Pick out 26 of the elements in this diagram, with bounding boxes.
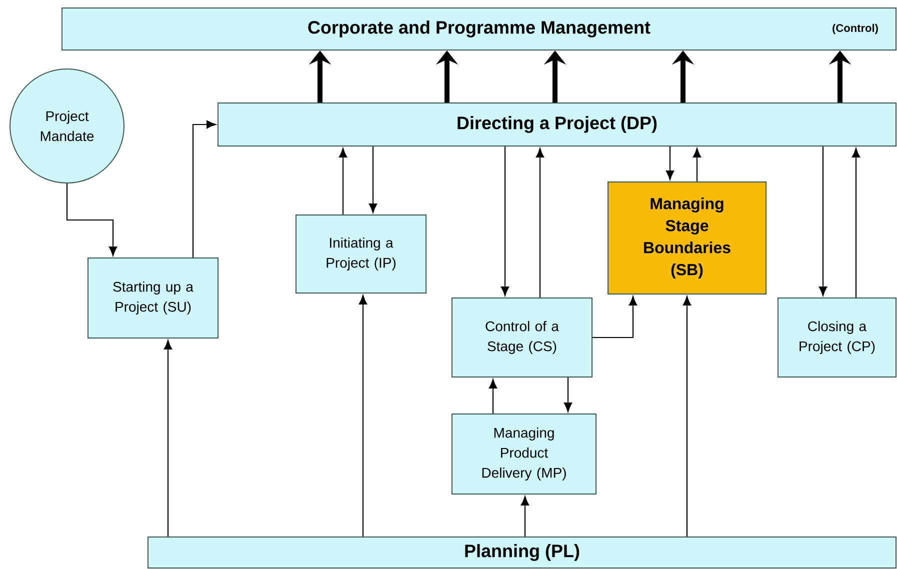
arrow bbox=[682, 296, 692, 536]
process-band: Directing a Project (DP) bbox=[218, 102, 896, 146]
process-box: Initiating a Project (IP) bbox=[296, 214, 426, 294]
arrow bbox=[358, 295, 368, 536]
arrow bbox=[852, 148, 860, 298]
arrow bbox=[666, 146, 674, 180]
process-box: Managing Stage Boundaries (SB) bbox=[608, 182, 766, 294]
arrow bbox=[500, 146, 510, 296]
arrow bbox=[338, 148, 348, 214]
arrow bbox=[520, 496, 530, 536]
arrow bbox=[592, 296, 638, 338]
arrow bbox=[564, 378, 572, 412]
process-box: Managing Product Delivery (MP) bbox=[452, 414, 596, 494]
arrow bbox=[164, 340, 172, 536]
arrow bbox=[368, 146, 378, 213]
process-box: Closing a Project (CP) bbox=[778, 298, 896, 378]
process-band: Planning (PL) bbox=[148, 536, 896, 568]
arrow bbox=[66, 184, 118, 256]
arrow bbox=[536, 148, 544, 298]
arrow bbox=[488, 379, 498, 414]
arrow bbox=[692, 148, 702, 182]
note-text: (Control) bbox=[832, 24, 878, 34]
process-box: Control of a Stage (CS) bbox=[452, 298, 592, 378]
arrow bbox=[192, 120, 216, 258]
process-box: Starting up a Project (SU) bbox=[88, 258, 218, 338]
arrow bbox=[818, 146, 828, 296]
